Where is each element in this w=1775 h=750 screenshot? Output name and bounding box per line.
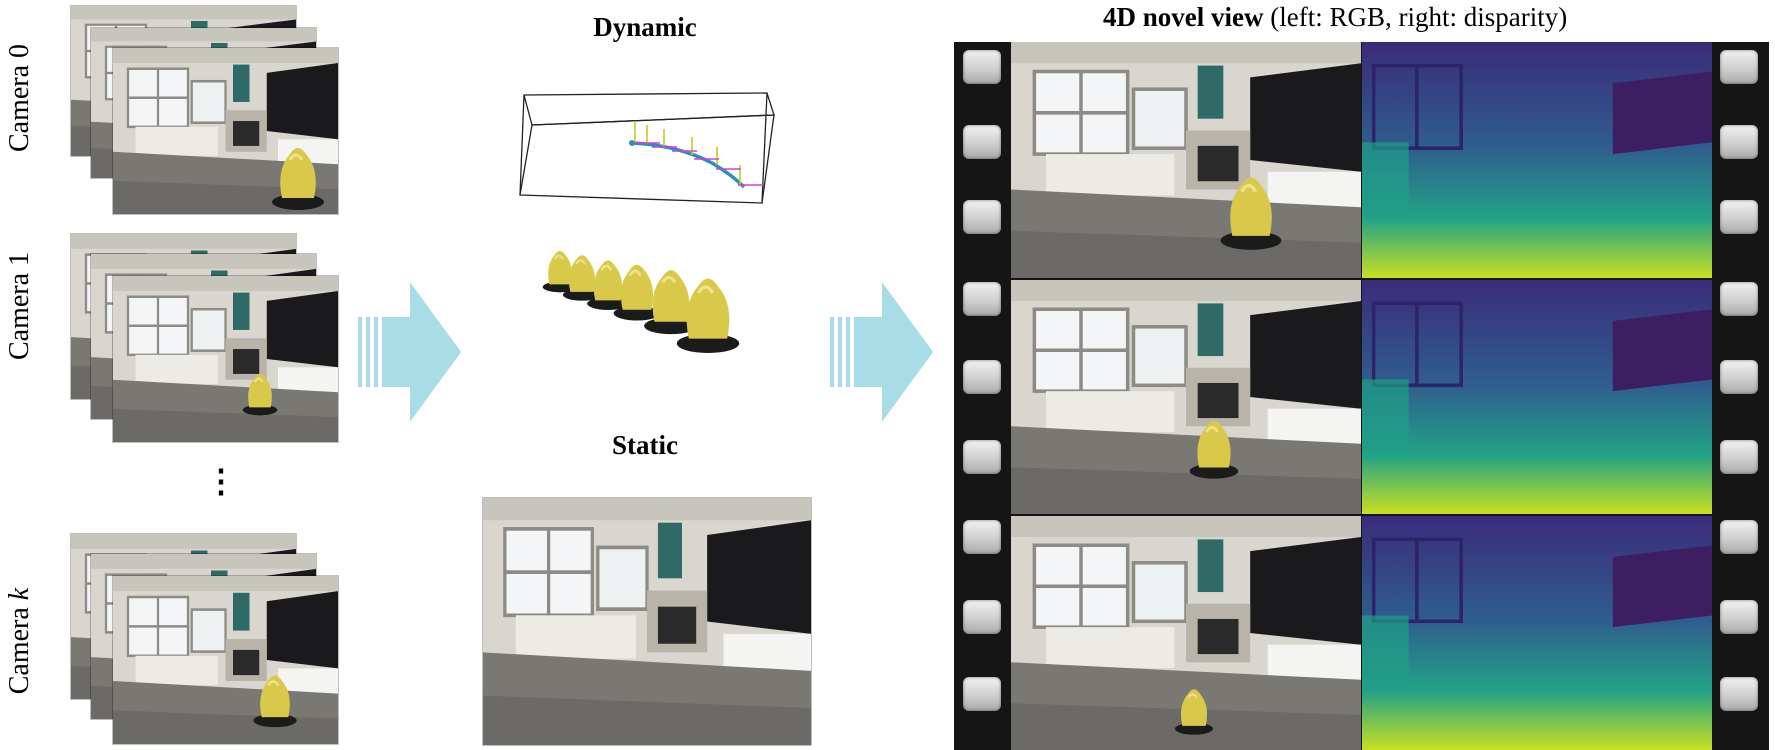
novel-view-robot-3 [1172,682,1216,736]
right-arrow-icon [830,282,935,422]
sprocket-hole-icon [963,50,1001,84]
sprocket-hole-icon [1720,520,1758,554]
sprocket-hole-icon [1720,440,1758,474]
sprocket-hole-icon [1720,360,1758,394]
novel-view-disparity-3 [1362,516,1712,750]
camera-k-label: Camera k [4,587,35,695]
camera-1-label: Camera 1 [4,251,35,361]
film-strip [954,42,1769,750]
sprocket-hole-icon [963,360,1001,394]
sprocket-hole-icon [963,677,1001,711]
camera-1-robot [240,368,280,416]
novel-view-robot-1 [1216,167,1286,251]
camera-k-robot [250,668,300,728]
novel-view-title-bold: 4D novel view [1103,2,1264,32]
sprocket-hole-icon [1720,125,1758,159]
sprocket-hole-icon [1720,677,1758,711]
camera-0-robot [268,140,328,210]
sprocket-hole-icon [963,200,1001,234]
static-title: Static [612,430,678,460]
ellipsis-icon: ⋮ [205,463,237,499]
sprocket-hole-icon [963,520,1001,554]
novel-view-robot-2 [1186,412,1242,480]
camera-0-label: Camera 0 [4,43,35,153]
sprocket-hole-icon [963,282,1001,316]
sprocket-hole-icon [1720,50,1758,84]
right-arrow-icon [358,282,463,422]
camera-k-frame-front [112,575,339,745]
novel-view-disparity-1 [1362,42,1712,278]
dynamic-object-sequence [540,230,740,365]
sprocket-hole-icon [963,440,1001,474]
dynamic-trajectory-box [512,85,787,215]
camera-1-frame-front [112,275,339,443]
dynamic-title: Dynamic [593,12,697,42]
novel-view-title-rest: (left: RGB, right: disparity) [1263,2,1568,32]
novel-view-disparity-2 [1362,280,1712,514]
sprocket-hole-icon [963,125,1001,159]
sprocket-hole-icon [1720,600,1758,634]
static-background-image [482,497,812,746]
camera-0-frame-front [112,47,339,215]
sprocket-hole-icon [1720,200,1758,234]
novel-view-rgb-1 [1011,42,1361,278]
sprocket-hole-icon [963,600,1001,634]
novel-view-title: 4D novel view (left: RGB, right: dispari… [1103,2,1567,33]
sprocket-hole-icon [1720,282,1758,316]
